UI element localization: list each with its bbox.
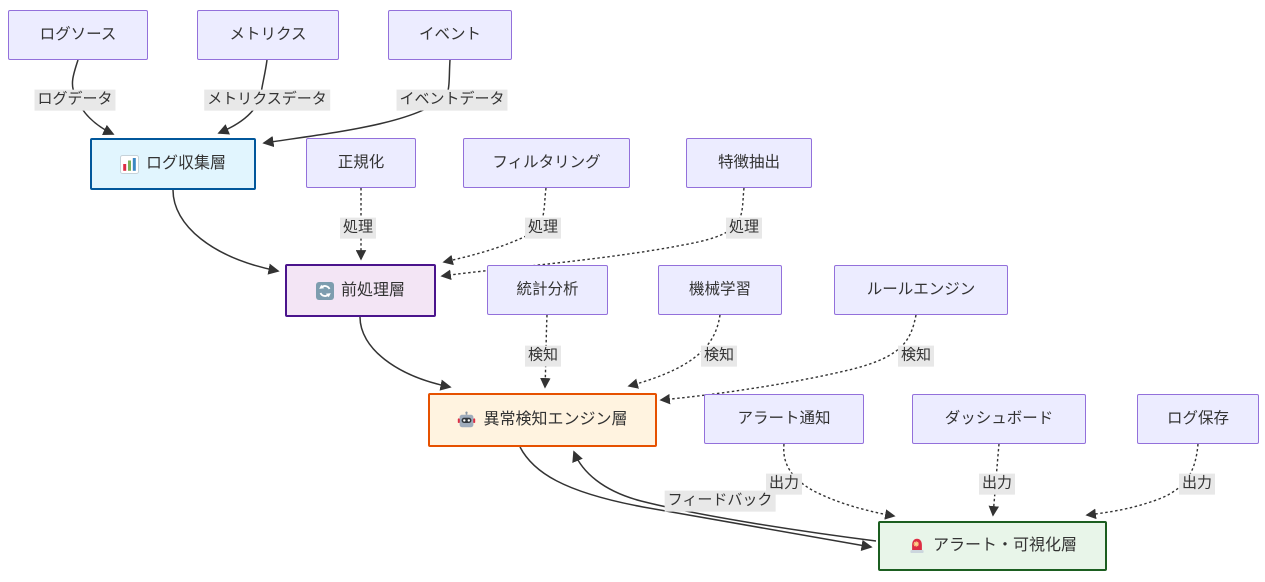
node-alert-notification-label: アラート通知 (737, 409, 831, 427)
edge-label-process-2: 処理 (524, 217, 562, 239)
node-alert-visualization-label: アラート・可視化層 (932, 537, 1077, 555)
node-machine-learning-label: 機械学習 (688, 280, 751, 298)
node-statistical-analysis: 統計分析 (487, 265, 608, 315)
edge-label-detect-1: 検知 (524, 345, 562, 367)
node-normalization-label: 正規化 (337, 153, 385, 171)
node-normalization: 正規化 (306, 138, 416, 188)
node-feature-extraction: 特徴抽出 (686, 138, 812, 188)
node-dashboard-label: ダッシュボード (944, 409, 1054, 427)
node-event-label: イベント (418, 25, 481, 43)
node-preprocessing-layer: 前処理層 (285, 264, 436, 317)
siren-icon (908, 537, 926, 555)
node-feature-extraction-label: 特徴抽出 (717, 153, 780, 171)
node-log-collection-label: ログ収集層 (145, 155, 226, 173)
node-log-collection-layer: ログ収集層 (90, 138, 256, 190)
edge-collection-to-preprocessing (172, 189, 280, 275)
edge-label-detect-2: 検知 (700, 345, 738, 367)
node-log-storage: ログ保存 (1137, 394, 1259, 444)
node-log-source: ログソース (8, 10, 148, 60)
node-machine-learning: 機械学習 (658, 265, 782, 315)
node-preprocessing-label: 前処理層 (340, 281, 405, 299)
edge-feature-to-preprocessing (440, 187, 745, 281)
node-alert-notification: アラート通知 (704, 394, 864, 444)
node-log-storage-label: ログ保存 (1166, 409, 1229, 427)
node-rule-engine-label: ルールエンジン (866, 280, 976, 298)
node-rule-engine: ルールエンジン (834, 265, 1008, 315)
node-dashboard: ダッシュボード (912, 394, 1086, 444)
node-filtering-label: フィルタリング (492, 153, 601, 171)
robot-icon (457, 411, 476, 430)
edge-label-output-1: 出力 (765, 473, 803, 495)
node-filtering: フィルタリング (463, 138, 630, 188)
node-event: イベント (388, 10, 512, 60)
edge-notification-to-alert (783, 443, 896, 520)
edge-label-detect-3: 検知 (897, 345, 935, 367)
refresh-icon (315, 281, 334, 300)
edge-label-process-1: 処理 (339, 217, 377, 239)
node-alert-visualization-layer: アラート・可視化層 (878, 521, 1107, 571)
node-anomaly-engine-label: 異常検知エンジン層 (483, 411, 628, 429)
edge-label-metrics-data: メトリクスデータ (204, 89, 330, 111)
edge-storage-to-alert (1085, 443, 1199, 520)
edge-engine-to-alert (519, 446, 873, 551)
bar-chart-icon (119, 154, 139, 174)
edge-label-feedback: フィードバック (664, 490, 776, 512)
edge-label-output-3: 出力 (1178, 473, 1216, 495)
edge-label-process-3: 処理 (725, 217, 763, 239)
edge-preprocessing-to-engine (359, 316, 452, 391)
node-anomaly-engine-layer: 異常検知エンジン層 (428, 393, 657, 447)
node-log-source-label: ログソース (39, 25, 117, 43)
node-metrics-label: メトリクス (229, 25, 307, 43)
edge-label-log-data: ログデータ (34, 89, 116, 111)
node-statistical-analysis-label: 統計分析 (516, 280, 579, 298)
node-metrics: メトリクス (197, 10, 339, 60)
edge-rule-to-engine (659, 314, 917, 405)
edge-filtering-to-preprocessing (442, 187, 547, 266)
edge-label-output-2: 出力 (978, 473, 1016, 495)
edge-label-event-data: イベントデータ (396, 89, 508, 111)
